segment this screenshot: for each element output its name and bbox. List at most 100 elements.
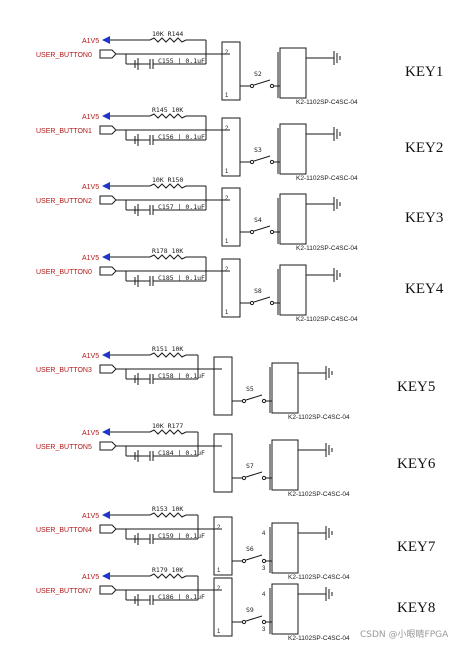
pin-label: 1 [225, 239, 229, 245]
cap-label: C157 | 0.1uF [158, 203, 205, 211]
net-port-icon [99, 266, 117, 276]
net-label: USER_BUTTON7 [36, 588, 92, 595]
net-label: USER_BUTTON1 [36, 128, 92, 135]
resistor-label: R145 10K [152, 106, 183, 114]
pin-label: 2 [217, 525, 221, 531]
switch-label: S9 [246, 606, 254, 614]
power-label: A1V5 [82, 574, 99, 581]
switch-body-2 [279, 123, 307, 175]
switch-label: S7 [246, 462, 254, 470]
push-switch-icon [245, 394, 263, 401]
pin-label: 2 [225, 126, 229, 132]
part-label: K2-1102SP-C4SC-04 [296, 99, 358, 106]
key-label: KEY7 [397, 539, 436, 555]
push-switch-icon [253, 79, 271, 86]
push-switch-icon [261, 398, 267, 404]
switch-label: S5 [246, 385, 254, 393]
switch-body [213, 356, 233, 416]
net-label: USER_BUTTON0 [36, 52, 92, 59]
switch-body [221, 258, 241, 318]
pin-label: 3 [262, 627, 266, 633]
switch-body-2 [279, 264, 307, 316]
switch-body [213, 577, 233, 637]
pin-label: 4 [262, 531, 266, 537]
key-label: KEY4 [405, 281, 444, 297]
part-label: K2-1102SP-C4SC-04 [296, 245, 358, 252]
power-arrow-icon [102, 182, 110, 190]
net-port-icon [99, 125, 117, 135]
pin-label: 1 [225, 310, 229, 316]
pin-label: 1 [225, 93, 229, 99]
switch-body-2 [271, 439, 299, 491]
push-switch-icon [261, 475, 267, 481]
switch-body-2 [271, 583, 299, 635]
push-switch-icon [245, 615, 263, 622]
resistor-label: 10K R150 [152, 176, 183, 184]
switch-body [221, 117, 241, 177]
push-switch-icon [249, 300, 255, 306]
power-label: A1V5 [82, 353, 99, 360]
pin-label: 4 [262, 592, 266, 598]
push-switch-icon [253, 225, 271, 232]
net-label: USER_BUTTON0 [36, 269, 92, 276]
power-arrow-icon [102, 36, 110, 44]
power-arrow-icon [102, 572, 110, 580]
part-label: K2-1102SP-C4SC-04 [296, 175, 358, 182]
push-switch-icon [261, 558, 267, 564]
part-label: K2-1102SP-C4SC-04 [288, 414, 350, 421]
resistor-icon [149, 573, 187, 579]
net-port-icon [99, 195, 117, 205]
net-port-icon [99, 49, 117, 59]
power-label: A1V5 [82, 430, 99, 437]
cap-label: C185 | 0.1uF [158, 274, 205, 282]
pin-label: 1 [217, 629, 221, 635]
switch-body [213, 516, 233, 576]
switch-label: S2 [254, 70, 262, 78]
switch-label: S4 [254, 216, 262, 224]
resistor-icon [149, 183, 187, 189]
power-label: A1V5 [82, 184, 99, 191]
cap-label: C159 | 0.1uF [158, 532, 205, 540]
push-switch-icon [241, 398, 247, 404]
push-switch-icon [245, 471, 263, 478]
part-label: K2-1102SP-C4SC-04 [288, 574, 350, 581]
part-label: K2-1102SP-C4SC-04 [288, 635, 350, 642]
key-label: KEY2 [405, 140, 443, 156]
resistor-label: R179 10K [152, 566, 183, 574]
net-label: USER_BUTTON5 [36, 444, 92, 451]
pin-label: 2 [225, 267, 229, 273]
net-port-icon [99, 364, 117, 374]
net-label: USER_BUTTON4 [36, 527, 92, 534]
pin-label: 1 [225, 169, 229, 175]
switch-body [213, 433, 233, 493]
switch-body [221, 41, 241, 101]
resistor-icon [149, 429, 187, 435]
power-label: A1V5 [82, 513, 99, 520]
net-label: USER_BUTTON2 [36, 198, 92, 205]
pin-label: 1 [217, 568, 221, 574]
push-switch-icon [249, 159, 255, 165]
power-arrow-icon [102, 511, 110, 519]
push-switch-icon [261, 619, 267, 625]
power-arrow-icon [102, 428, 110, 436]
resistor-icon [149, 254, 187, 260]
push-switch-icon [241, 475, 247, 481]
key-label: KEY6 [397, 456, 436, 472]
key-label: KEY1 [405, 64, 443, 80]
key-label: KEY3 [405, 210, 443, 226]
pin-label: 2 [225, 196, 229, 202]
resistor-label: R153 10K [152, 505, 183, 513]
resistor-label: 10K R144 [152, 30, 183, 38]
power-label: A1V5 [82, 38, 99, 45]
push-switch-icon [269, 83, 275, 89]
resistor-label: 10K R177 [152, 422, 183, 430]
push-switch-icon [249, 83, 255, 89]
resistor-icon [149, 113, 187, 119]
resistor-label: R178 10K [152, 247, 183, 255]
power-label: A1V5 [82, 255, 99, 262]
